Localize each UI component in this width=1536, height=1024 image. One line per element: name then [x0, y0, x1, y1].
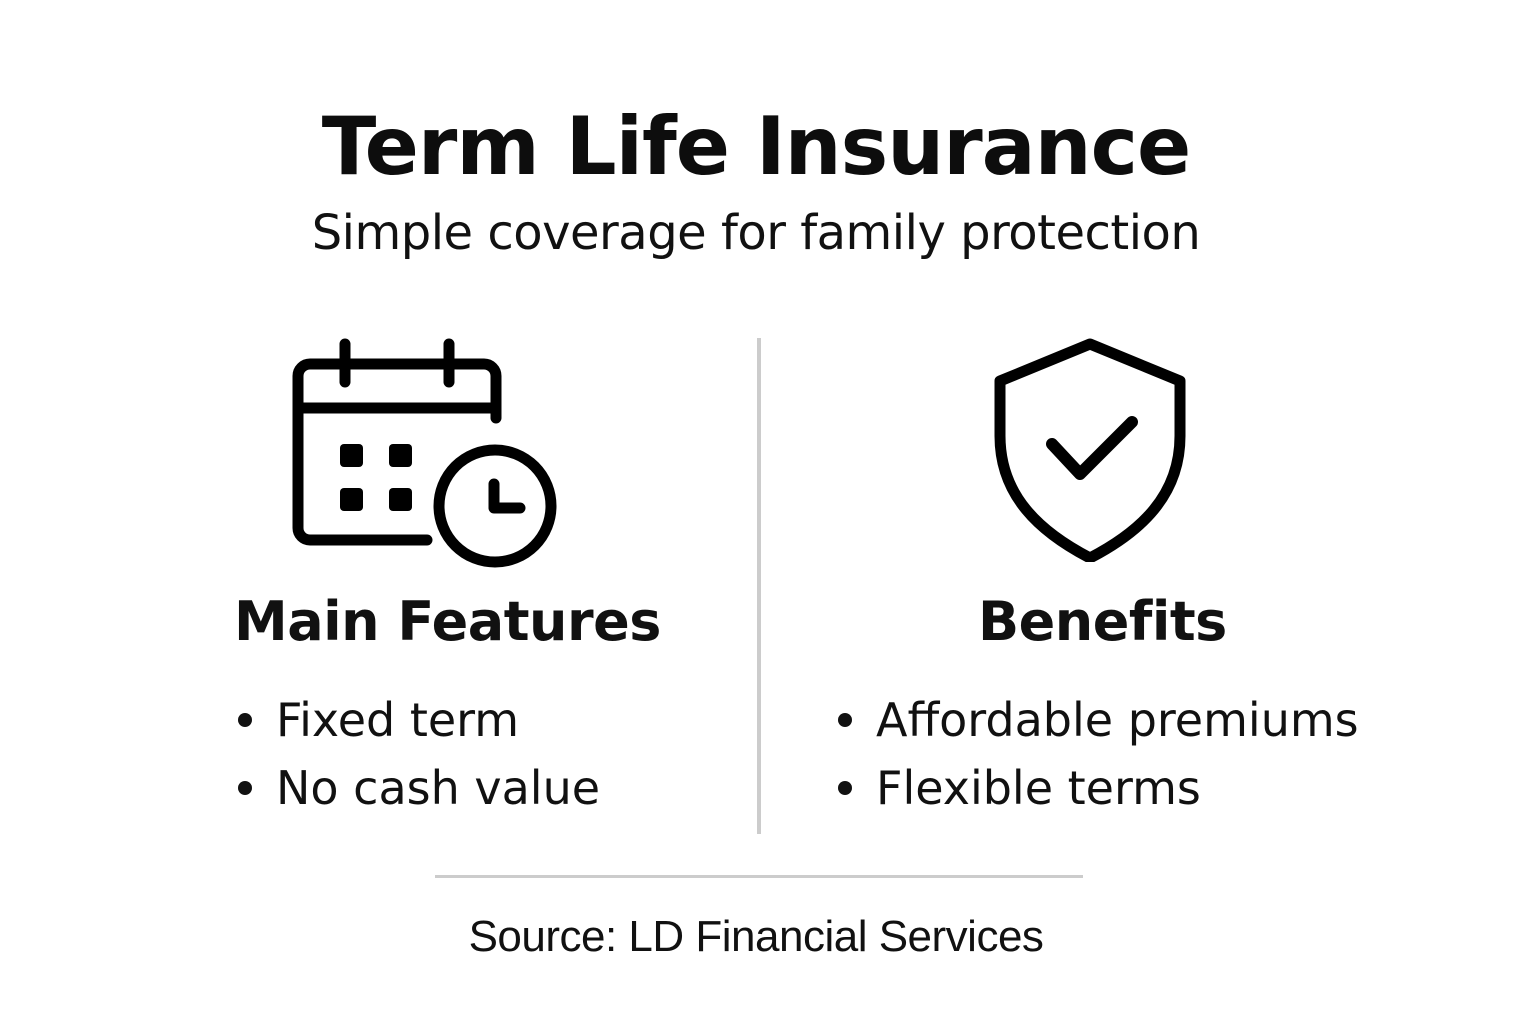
bullet-icon [238, 781, 252, 795]
bullet-icon [838, 781, 852, 795]
benefits-heading: Benefits [978, 590, 1227, 653]
calendar-clock-icon [288, 336, 560, 572]
list-item-label: Fixed term [276, 693, 520, 747]
page-title: Term Life Insurance [321, 100, 1192, 193]
benefits-list: Affordable premiums Flexible terms [834, 686, 1359, 822]
footer-divider [435, 875, 1083, 878]
list-item: Flexible terms [834, 754, 1359, 822]
page-subtitle: Simple coverage for family protection [311, 205, 1201, 261]
main-features-list: Fixed term No cash value [234, 686, 600, 822]
column-divider [757, 338, 761, 834]
list-item: Fixed term [234, 686, 600, 754]
list-item-label: No cash value [276, 761, 601, 815]
bullet-icon [238, 713, 252, 727]
list-item-label: Flexible terms [876, 761, 1201, 815]
source-caption: Source: LD Financial Services [468, 912, 1044, 961]
main-features-heading: Main Features [234, 590, 661, 653]
list-item: No cash value [234, 754, 600, 822]
list-item: Affordable premiums [834, 686, 1359, 754]
list-item-label: Affordable premiums [876, 693, 1359, 747]
bullet-icon [838, 713, 852, 727]
shield-check-icon [990, 336, 1190, 562]
